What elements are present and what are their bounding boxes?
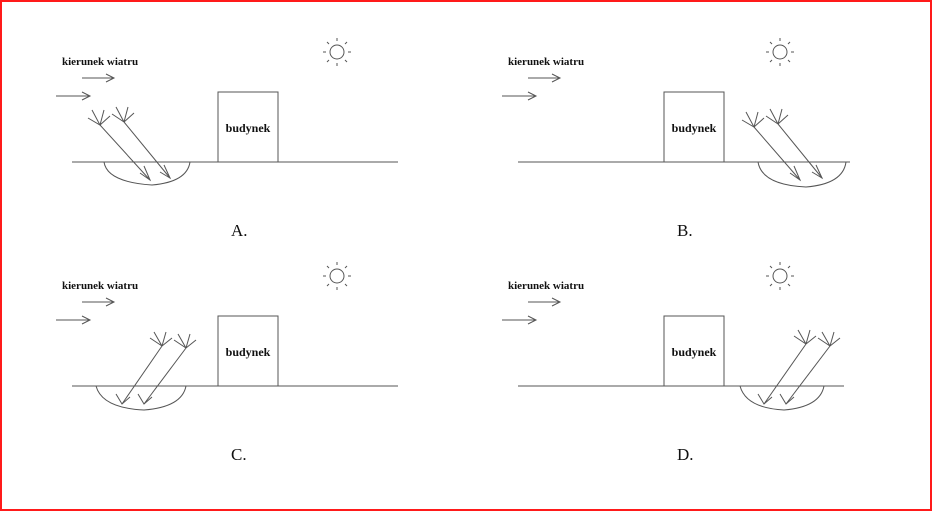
wind-arrow-icon xyxy=(56,297,116,325)
option-label: C. xyxy=(231,445,247,464)
tree-icon xyxy=(87,109,152,182)
building-label: budynek xyxy=(225,121,271,135)
panel-a: kierunek wiatru budynek A. xyxy=(42,30,482,270)
mound xyxy=(103,161,191,186)
tree-icon xyxy=(137,333,197,405)
wind-arrow-icon xyxy=(502,73,562,101)
mound xyxy=(95,385,187,411)
option-label: D. xyxy=(677,445,694,464)
building-label: budynek xyxy=(671,345,717,359)
panel-a-drawing xyxy=(56,38,398,186)
wind-arrow-icon xyxy=(56,73,116,101)
sun-icon xyxy=(323,38,351,66)
building xyxy=(217,91,279,163)
building-label: budynek xyxy=(225,345,271,359)
tree-icon xyxy=(115,331,173,405)
wind-direction-label: kierunek wiatru xyxy=(508,56,585,68)
wind-direction-label: kierunek wiatru xyxy=(62,56,139,68)
mound xyxy=(757,161,847,188)
wind-arrow-icon xyxy=(502,297,562,325)
mound xyxy=(739,385,825,411)
building xyxy=(217,315,279,387)
sun-icon xyxy=(766,38,794,66)
sun-icon xyxy=(766,262,794,290)
option-label: A. xyxy=(231,221,248,240)
panel-c: kierunek wiatru budynek C. xyxy=(42,254,482,494)
option-label: B. xyxy=(677,221,693,240)
tree-icon xyxy=(741,111,802,182)
sun-icon xyxy=(323,262,351,290)
wind-direction-label: kierunek wiatru xyxy=(508,280,585,292)
tree-icon xyxy=(111,106,172,180)
building-label: budynek xyxy=(671,121,717,135)
panel-d: kierunek wiatru budynek D. xyxy=(488,254,928,494)
building xyxy=(663,91,725,163)
wind-direction-label: kierunek wiatru xyxy=(62,280,139,292)
panel-b: kierunek wiatru budynek B. xyxy=(488,30,928,270)
panel-d-drawing xyxy=(502,262,844,411)
building xyxy=(663,315,725,387)
panel-c-drawing xyxy=(56,262,398,411)
tree-icon xyxy=(765,108,824,180)
tree-icon xyxy=(779,331,841,405)
panel-b-drawing xyxy=(502,38,850,188)
tree-icon xyxy=(757,329,817,405)
